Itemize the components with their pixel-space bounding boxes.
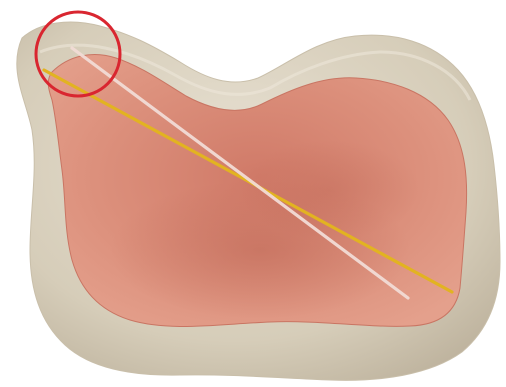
anatomy-scene [0, 0, 506, 387]
render-viewport [0, 0, 506, 387]
